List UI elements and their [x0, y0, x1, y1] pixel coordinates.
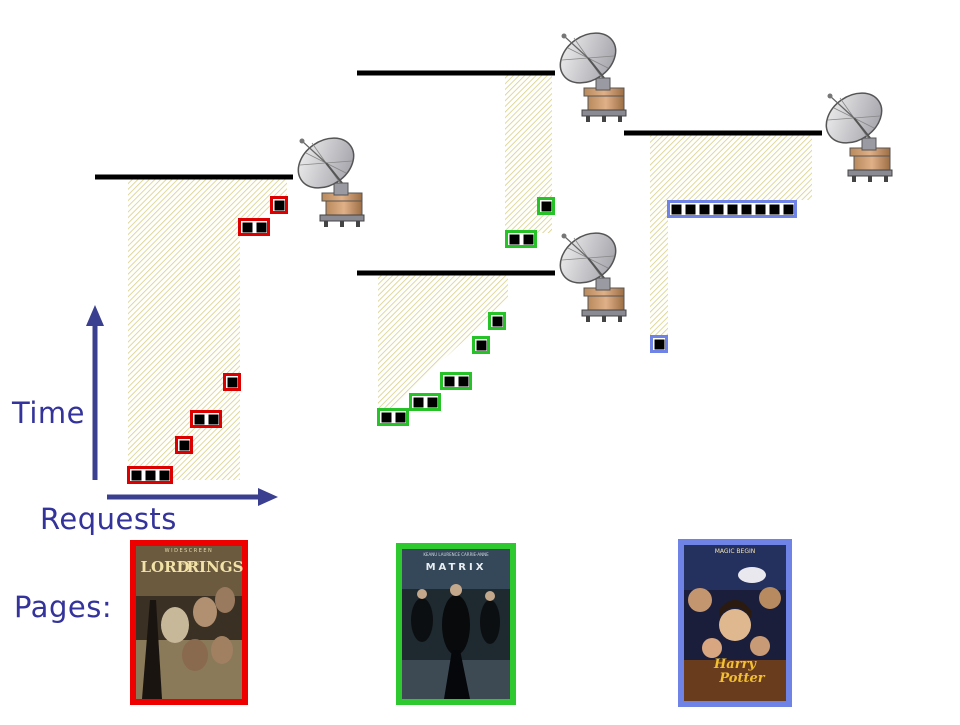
request-box: [523, 234, 534, 245]
poster-lotr-title-line1: LORD: [140, 558, 189, 576]
poster-lotr-top-text: WIDESCREEN: [165, 548, 214, 554]
satellite-dish-icon: [297, 137, 365, 227]
satellite-dish-icon: [559, 32, 627, 122]
poster-lotr-title-of: OF THE: [179, 561, 200, 567]
request-group: [472, 336, 490, 354]
request-group: [238, 218, 270, 236]
pages-label: Pages:: [14, 590, 113, 624]
request-group: [505, 230, 537, 248]
request-box: [179, 440, 190, 451]
satellite-dishes: [297, 32, 893, 322]
poster-potter-title-line1: Harry: [713, 657, 757, 672]
time-axis-label: Time: [12, 396, 85, 430]
request-group: [175, 436, 193, 454]
request-group: [440, 372, 472, 390]
request-group: [377, 408, 409, 426]
poster-harry-potter: MAGIC BEGIN Harry Potter: [678, 539, 792, 707]
request-box: [541, 201, 552, 212]
request-region-lotr: [128, 178, 287, 480]
request-group: [488, 312, 506, 330]
request-box: [741, 204, 752, 215]
poster-matrix-title: MATRIX: [426, 562, 487, 573]
poster-potter-top-text: MAGIC BEGIN: [715, 548, 756, 555]
request-region-matrix-high: [505, 73, 552, 233]
request-box: [395, 412, 406, 423]
request-group: [190, 410, 222, 428]
request-box: [274, 200, 285, 211]
satellite-dish-icon: [825, 92, 893, 182]
request-box: [413, 397, 424, 408]
request-box: [492, 316, 503, 327]
requests-axis-label: Requests: [40, 502, 177, 536]
poster-the-matrix: KEANU LAURENCE CARRIE-ANNE MATRIX: [396, 543, 516, 705]
request-group: [127, 466, 173, 484]
request-box: [713, 204, 724, 215]
satellite-dish-icon: [559, 232, 627, 322]
request-group: [667, 200, 797, 218]
request-group: [223, 373, 241, 391]
request-group: [270, 196, 288, 214]
request-region-matrix-low: [378, 273, 508, 420]
request-box: [476, 340, 487, 351]
request-boxes: [127, 196, 797, 484]
request-box: [256, 222, 267, 233]
request-group: [537, 197, 555, 215]
request-box: [145, 470, 156, 481]
time-axis: [86, 305, 104, 480]
request-box: [381, 412, 392, 423]
poster-matrix-top-text: KEANU LAURENCE CARRIE-ANNE: [423, 552, 489, 557]
request-box: [194, 414, 205, 425]
request-box: [727, 204, 738, 215]
request-box: [444, 376, 455, 387]
request-box: [208, 414, 219, 425]
requests-axis: [107, 488, 278, 506]
poster-lord-of-the-rings: WIDESCREEN LORD OF THE RINGS: [130, 540, 248, 705]
request-box: [685, 204, 696, 215]
request-group: [650, 335, 668, 353]
request-box: [755, 204, 766, 215]
request-box: [131, 470, 142, 481]
request-box: [227, 377, 238, 388]
poster-potter-title-line2: Potter: [718, 671, 765, 686]
request-box: [242, 222, 253, 233]
request-region-potter: [650, 133, 812, 345]
request-box: [458, 376, 469, 387]
poster-lotr-title-line2: RINGS: [187, 558, 244, 576]
request-box: [699, 204, 710, 215]
request-box: [427, 397, 438, 408]
request-box: [769, 204, 780, 215]
request-group: [409, 393, 441, 411]
request-box: [654, 339, 665, 350]
request-box: [509, 234, 520, 245]
request-box: [783, 204, 794, 215]
request-box: [159, 470, 170, 481]
request-box: [671, 204, 682, 215]
